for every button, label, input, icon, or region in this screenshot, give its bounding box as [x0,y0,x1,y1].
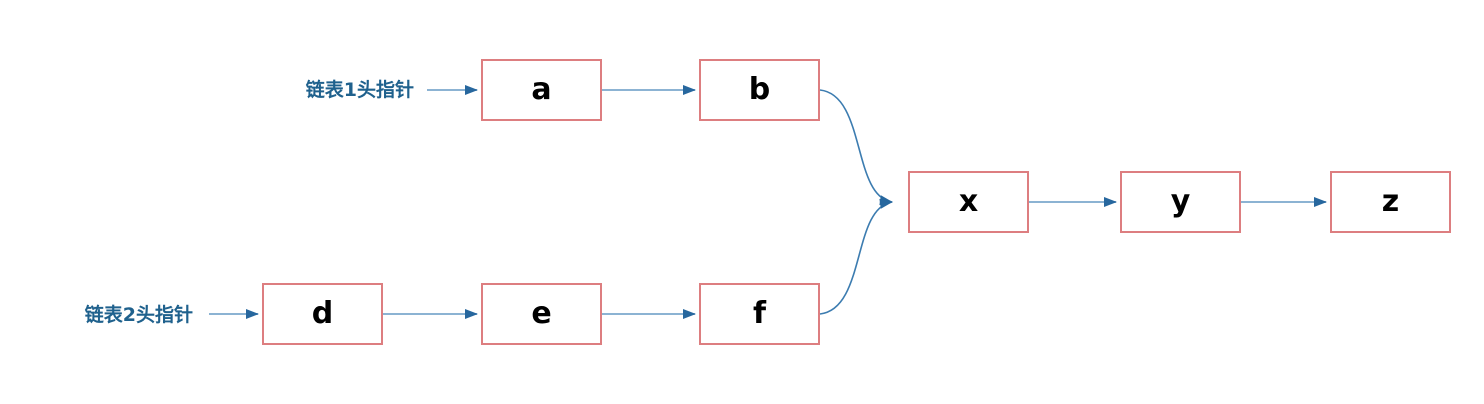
node-box-f: f [699,283,820,345]
node-box-e: e [481,283,602,345]
edge-b-x-curve [819,89,893,206]
node-box-d: d [262,283,383,345]
node-box-a: a [481,59,602,121]
node-box-b: b [699,59,820,121]
edge-f-x-curve [819,198,893,315]
list1-head-pointer-label: 链表1头指针 [305,79,414,101]
node-box-y: y [1120,171,1241,233]
node-box-x: x [908,171,1029,233]
list2-head-pointer-label: 链表2头指针 [84,304,193,326]
node-box-z: z [1330,171,1451,233]
